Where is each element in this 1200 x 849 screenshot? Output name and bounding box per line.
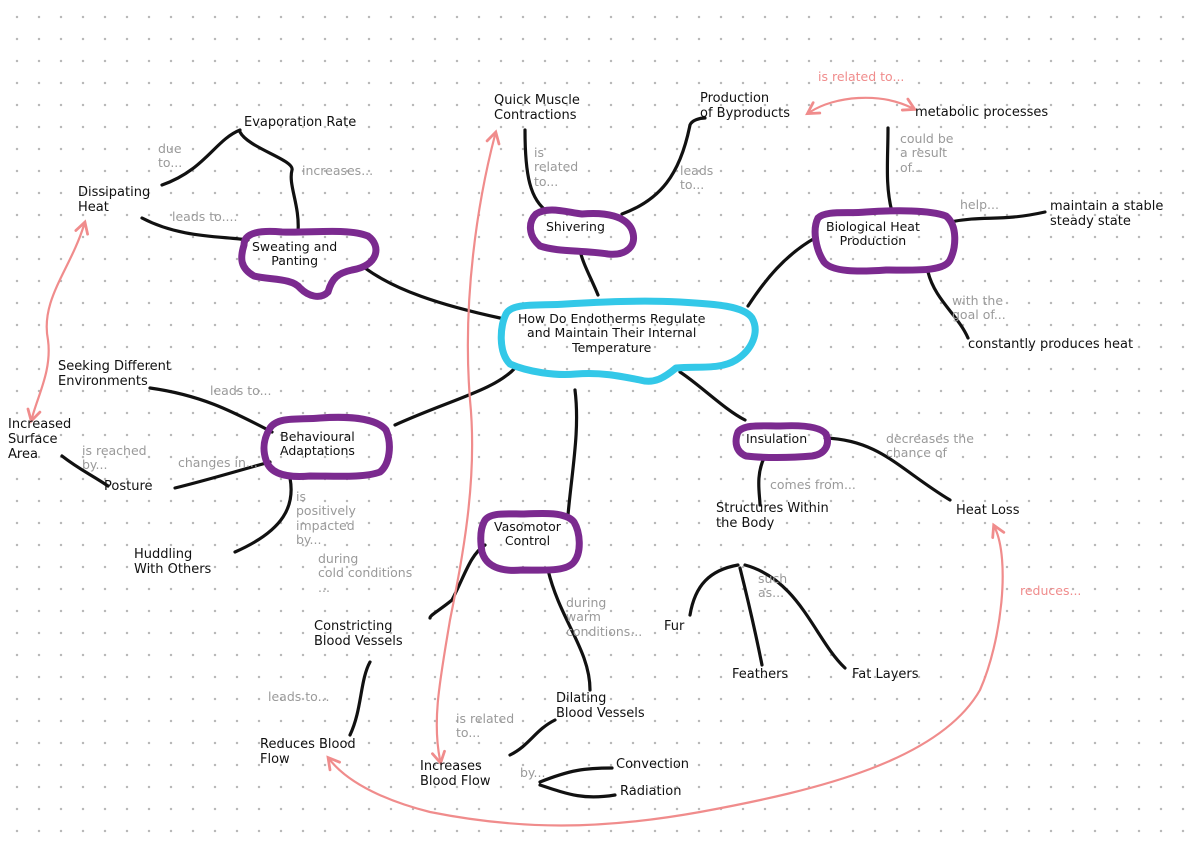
node-convection: Convection xyxy=(616,757,690,772)
blob-behavioural xyxy=(260,413,393,480)
relation-label-top: is related to... xyxy=(818,69,905,84)
label-during-cold: during cold conditions ... xyxy=(318,551,413,595)
node-quick-muscle: Quick Muscle Contractions xyxy=(494,93,580,123)
edge-bio-metabolic xyxy=(885,126,894,214)
label-leads-to-seeking: leads to... xyxy=(210,383,272,398)
label-such-as: such as... xyxy=(758,571,788,601)
edge-bio-maintain xyxy=(948,210,1047,224)
category-sweating: Sweating and Panting xyxy=(252,239,338,269)
node-posture: Posture xyxy=(104,479,153,494)
edge-shivering-byproducts xyxy=(620,116,707,216)
node-maintain-stable: maintain a stable steady state xyxy=(1050,199,1164,229)
label-helps: help... xyxy=(960,197,999,212)
edge-center-vasomotor xyxy=(566,388,579,517)
label-is-related-to-increases: is related to... xyxy=(456,711,515,741)
label-by: by... xyxy=(520,765,546,780)
relation-arrow-top xyxy=(805,96,918,116)
blob-center xyxy=(497,297,759,385)
edge-center-shivering xyxy=(578,248,600,297)
relation-arrow-reduces xyxy=(326,522,1006,827)
node-radiation: Radiation xyxy=(620,784,682,799)
node-seeking-environments: Seeking Different Environments xyxy=(58,359,171,389)
node-metabolic-processes: metabolic processes xyxy=(915,105,1049,120)
label-increases: increases... xyxy=(302,163,374,178)
node-increases-blood-flow: Increases Blood Flow xyxy=(420,759,491,789)
edge-dilating-increases xyxy=(508,718,557,757)
node-dissipating-heat: Dissipating Heat xyxy=(78,185,151,215)
category-shivering: Shivering xyxy=(546,219,605,234)
edge-insulation-structures xyxy=(757,454,767,507)
edge-insulation-heatloss xyxy=(823,436,952,502)
label-leads-to-dissipating: leads to.... xyxy=(172,209,238,224)
label-leads-to-byproducts: leads to... xyxy=(680,163,714,193)
node-fat-layers: Fat Layers xyxy=(852,667,919,682)
edge-bio-constantly xyxy=(926,270,970,340)
label-due-to: due to... xyxy=(158,141,183,171)
node-increased-surface: Increased Surface Area xyxy=(8,417,72,462)
edge-center-insulation xyxy=(678,370,747,422)
category-vasomotor: Vasomotor Control xyxy=(494,519,561,549)
category-behavioural: Behavioural Adaptations xyxy=(280,429,355,459)
edge-center-sweating xyxy=(363,266,502,320)
blob-insulation xyxy=(732,422,831,461)
label-could-be-result: could be a result of... xyxy=(900,131,954,175)
edge-surface-posture xyxy=(60,454,110,488)
edge-dissipating-sweating xyxy=(140,216,250,242)
label-changes-in: changes in... xyxy=(178,455,258,470)
label-leads-to-reduces: leads to... xyxy=(268,689,330,704)
category-insulation: Insulation xyxy=(746,431,808,446)
edge-increases-radiation xyxy=(538,783,617,799)
label-positively-impacted: is positively impacted by... xyxy=(296,489,356,548)
edge-constricting-reduces xyxy=(348,660,372,737)
category-biological: Biological Heat Production xyxy=(826,219,920,249)
edge-center-biological xyxy=(746,236,817,308)
edge-behav-seeking xyxy=(148,386,274,434)
node-constantly-produces: constantly produces heat xyxy=(968,337,1134,352)
relation-arrow-dissipating-surface xyxy=(26,219,89,424)
label-comes-from: comes from... xyxy=(770,477,856,492)
label-is-reached-by: is reached by... xyxy=(82,443,147,473)
label-decreases-chance: decreases the chance of xyxy=(886,431,974,461)
node-constricting: Constricting Blood Vessels xyxy=(314,619,403,649)
edge-sweating-evaporation xyxy=(238,130,300,234)
edge-evaporation-dissipating xyxy=(160,128,242,187)
blob-shivering xyxy=(527,206,637,258)
node-dilating: Dilating Blood Vessels xyxy=(556,691,645,721)
relation-label-reduces: reduces... xyxy=(1020,583,1082,598)
node-huddling: Huddling With Others xyxy=(134,547,212,577)
label-during-warm: during warm conditions... xyxy=(566,595,643,639)
blob-biological xyxy=(811,207,959,275)
relation-arrow-muscle-increases xyxy=(431,129,501,766)
edge-structures-fur xyxy=(688,563,740,617)
edge-behav-posture xyxy=(173,460,272,490)
edge-center-behavioural xyxy=(393,366,517,427)
node-structures-within: Structures Within the Body xyxy=(716,501,829,531)
center-question: How Do Endotherms Regulate and Maintain … xyxy=(518,311,706,355)
node-heat-loss: Heat Loss xyxy=(956,503,1020,518)
node-production-byproducts: Production of Byproducts xyxy=(700,91,791,121)
node-feathers: Feathers xyxy=(732,667,789,682)
edge-increases-convection xyxy=(538,766,614,784)
node-evaporation-rate: Evaporation Rate xyxy=(244,115,357,130)
edge-behav-huddling xyxy=(233,476,293,554)
label-is-related-to-shivering: is related to... xyxy=(534,145,579,189)
blob-sweating xyxy=(238,227,380,300)
node-reduces-blood-flow: Reduces Blood Flow xyxy=(260,737,356,767)
label-with-the-goal: with the goal of... xyxy=(952,293,1006,323)
node-fur: Fur xyxy=(664,619,685,634)
